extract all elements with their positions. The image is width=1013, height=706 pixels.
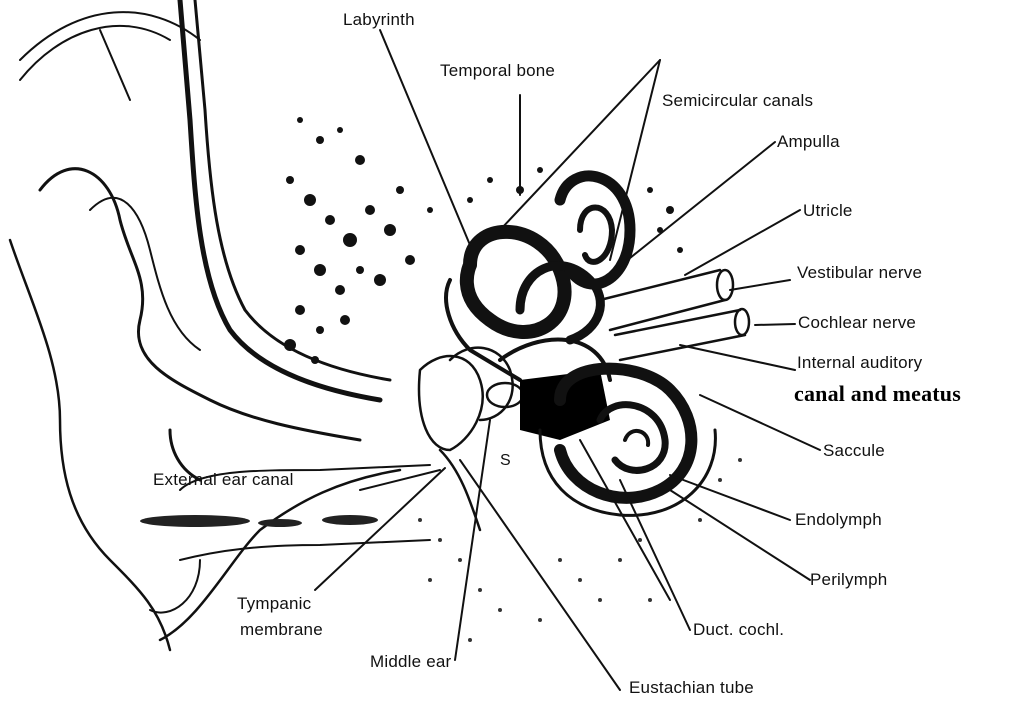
label-endolymph: Endolymph: [795, 511, 882, 530]
label-saccule: Saccule: [823, 442, 885, 461]
label-duct-cochl: Duct. cochl.: [693, 621, 784, 640]
label-labyrinth: Labyrinth: [343, 11, 415, 30]
label-canal-and-meatus: canal and meatus: [794, 382, 961, 406]
label-external-ear-canal: External ear canal: [153, 471, 294, 490]
canal-wall-marks: [140, 515, 378, 527]
ossicles: [419, 348, 523, 530]
label-utricle: Utricle: [803, 202, 853, 221]
label-vestibular-nerve: Vestibular nerve: [797, 264, 922, 283]
label-membrane: membrane: [240, 621, 323, 640]
label-tympanic: Tympanic: [237, 595, 311, 614]
label-internal-auditory: Internal auditory: [797, 354, 922, 373]
semicircular-canals-shape: [446, 176, 630, 380]
label-temporal-bone: Temporal bone: [440, 62, 555, 81]
label-s-mark: S: [500, 452, 511, 470]
label-eustachian-tube: Eustachian tube: [629, 679, 754, 698]
label-ampulla: Ampulla: [777, 133, 840, 152]
outer-ear-outline: [10, 0, 430, 650]
label-perilymph: Perilymph: [810, 571, 887, 590]
label-middle-ear: Middle ear: [370, 653, 451, 672]
label-cochlear-nerve: Cochlear nerve: [798, 314, 916, 333]
label-semicircular-canals: Semicircular canals: [662, 92, 813, 111]
leader-lines: [315, 30, 820, 690]
nerves: [600, 270, 749, 360]
